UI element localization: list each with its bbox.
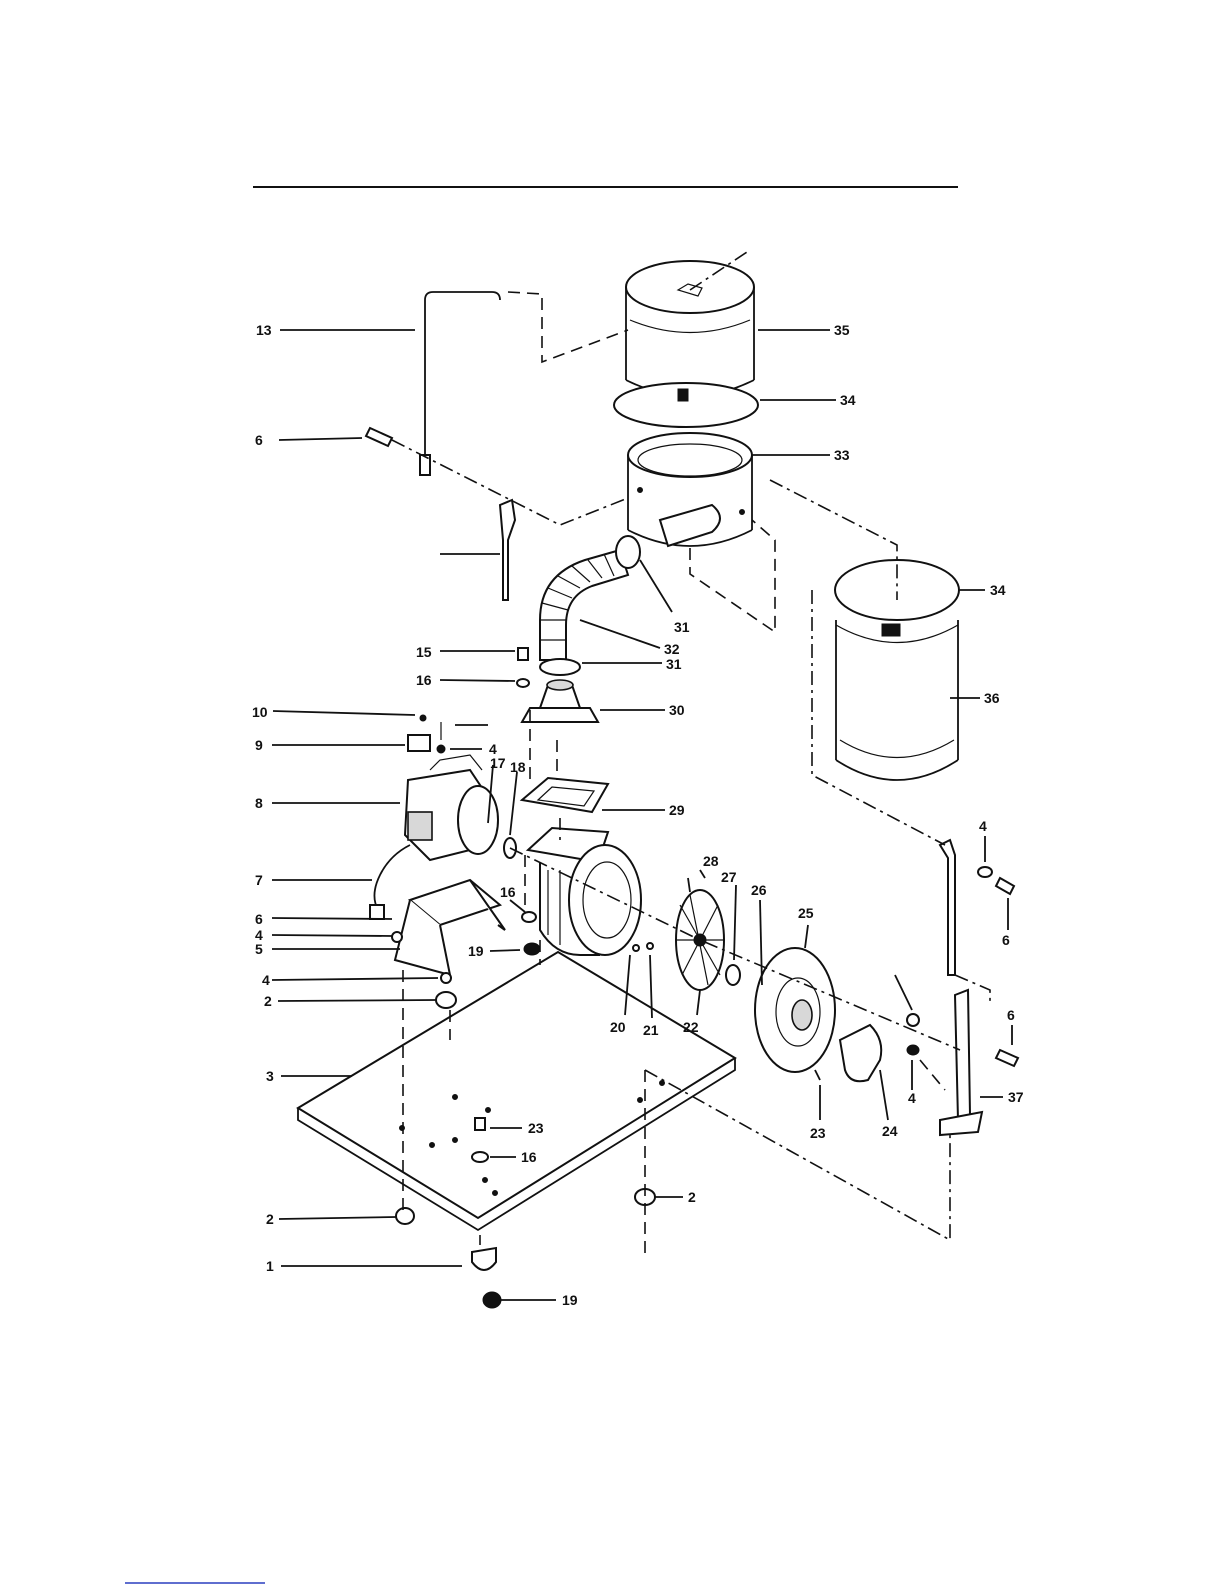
power-cord-part [374, 845, 410, 910]
callout-36: 36 [984, 690, 1000, 706]
fan-impeller-part [676, 890, 724, 990]
callout-15: 15 [416, 644, 432, 660]
callout-22: 22 [683, 1019, 699, 1035]
callout-16: 16 [500, 884, 516, 900]
callout-23: 23 [810, 1125, 826, 1141]
hose-ring-lower-part [540, 659, 580, 675]
blower-housing-part [528, 828, 641, 955]
callout-10: 10 [252, 704, 268, 720]
flex-hose-part [540, 536, 640, 660]
callout-4: 4 [979, 818, 987, 834]
callout-4: 4 [262, 972, 270, 988]
callout-2: 2 [266, 1211, 274, 1227]
callout-6: 6 [1007, 1007, 1015, 1023]
callout-17: 17 [490, 755, 506, 771]
callout-5: 5 [255, 941, 263, 957]
callout-28: 28 [703, 853, 719, 869]
collector-drum-part [628, 433, 752, 546]
callout-labels: 13 6 15 16 10 9 4 17 18 8 7 16 6 4 5 19 … [252, 322, 1024, 1308]
callout-19: 19 [562, 1292, 578, 1308]
callout-27: 27 [721, 869, 737, 885]
callout-37: 37 [1008, 1089, 1024, 1105]
hose-adapter-part [522, 680, 598, 722]
outlet-elbow-part [840, 1025, 881, 1081]
callout-29: 29 [669, 802, 685, 818]
callout-33: 33 [834, 447, 850, 463]
switch-box-part [408, 735, 430, 751]
callout-2: 2 [688, 1189, 696, 1205]
callout-34: 34 [840, 392, 856, 408]
callout-19: 19 [468, 943, 484, 959]
callout-4: 4 [908, 1090, 916, 1106]
callout-21: 21 [643, 1022, 659, 1038]
motor-bracket-part [395, 880, 505, 975]
callout-26: 26 [751, 882, 767, 898]
callout-32: 32 [664, 641, 680, 657]
base-plate-part [298, 952, 735, 1230]
blower-cover-plate-part [755, 948, 835, 1072]
callout-23: 23 [528, 1120, 544, 1136]
callout-25: 25 [798, 905, 814, 921]
callout-30: 30 [669, 702, 685, 718]
gasket-part [522, 778, 608, 812]
callout-24: 24 [882, 1123, 898, 1139]
support-rod-part [425, 292, 500, 470]
callout-31: 31 [674, 619, 690, 635]
filter-cover-part [626, 250, 754, 396]
motor-part [405, 755, 498, 860]
support-stand-part [940, 840, 982, 1135]
callout-16: 16 [416, 672, 432, 688]
callout-6: 6 [255, 432, 263, 448]
parts-artwork [298, 250, 1018, 1308]
callout-18: 18 [510, 759, 526, 775]
callout-2: 2 [264, 993, 272, 1009]
callout-6: 6 [255, 911, 263, 927]
callout-8: 8 [255, 795, 263, 811]
callout-16: 16 [521, 1149, 537, 1165]
callout-34: 34 [990, 582, 1006, 598]
callout-3: 3 [266, 1068, 274, 1084]
callout-9: 9 [255, 737, 263, 753]
callout-31: 31 [666, 656, 682, 672]
callout-20: 20 [610, 1019, 626, 1035]
callout-13: 13 [256, 322, 272, 338]
callout-1: 1 [266, 1258, 274, 1274]
caster-part [472, 1248, 496, 1270]
callout-7: 7 [255, 872, 263, 888]
callout-35: 35 [834, 322, 850, 338]
knob-part [483, 1292, 501, 1308]
callout-6: 6 [1002, 932, 1010, 948]
